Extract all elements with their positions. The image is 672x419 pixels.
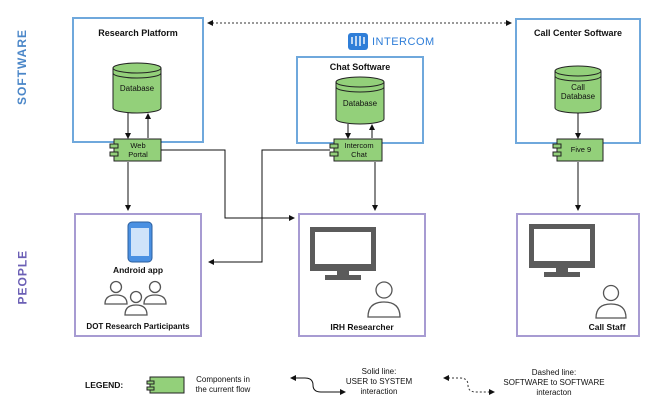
database-icon [554,65,602,114]
component-icon [552,138,604,162]
legend-component-icon [146,376,185,394]
staff-label: Call Staff [588,322,626,332]
person-icon [595,284,627,319]
legend-solid-text: Solid line: USER to SYSTEM interaction [345,367,413,396]
chat-db-label: Database [342,99,378,108]
legend-component-text: Components in the current flow [195,375,251,394]
monitor-icon [529,224,595,277]
person-icon [367,281,401,318]
researcher-label: IRH Researcher [330,322,394,332]
five9-component-label: Five 9 [570,145,592,154]
legend-dashed-text: Dashed line: SOFTWARE to SOFTWARE intera… [503,368,605,397]
people-group-icon [104,280,167,316]
component-icon [329,138,383,162]
legend-title: LEGEND: [85,380,124,390]
arrow-webportal-to-researcher [161,149,295,221]
call-db-label: Call Database [560,83,596,101]
arrow-intercom-to-participants [208,149,330,265]
phone-icon [127,221,153,263]
participants-box [74,213,202,337]
call-center-title: Call Center Software [533,28,623,38]
research-platform-title: Research Platform [98,28,178,38]
database-icon [112,62,162,114]
database-icon [335,76,385,125]
monitor-icon [310,227,376,280]
intercom-chat-component-label: Intercom Chat [344,141,374,159]
legend-dashed-line [443,375,495,395]
intercom-brand-label: INTERCOM [372,36,435,48]
research-db-label: Database [119,84,155,93]
web-portal-component-label: Web Portal [128,141,148,159]
android-app-label: Android app [112,265,164,275]
participants-label: DOT Research Participants [86,322,190,331]
intercom-logo-icon [348,33,368,50]
chat-software-title: Chat Software [329,62,391,72]
legend-solid-line [290,375,346,395]
